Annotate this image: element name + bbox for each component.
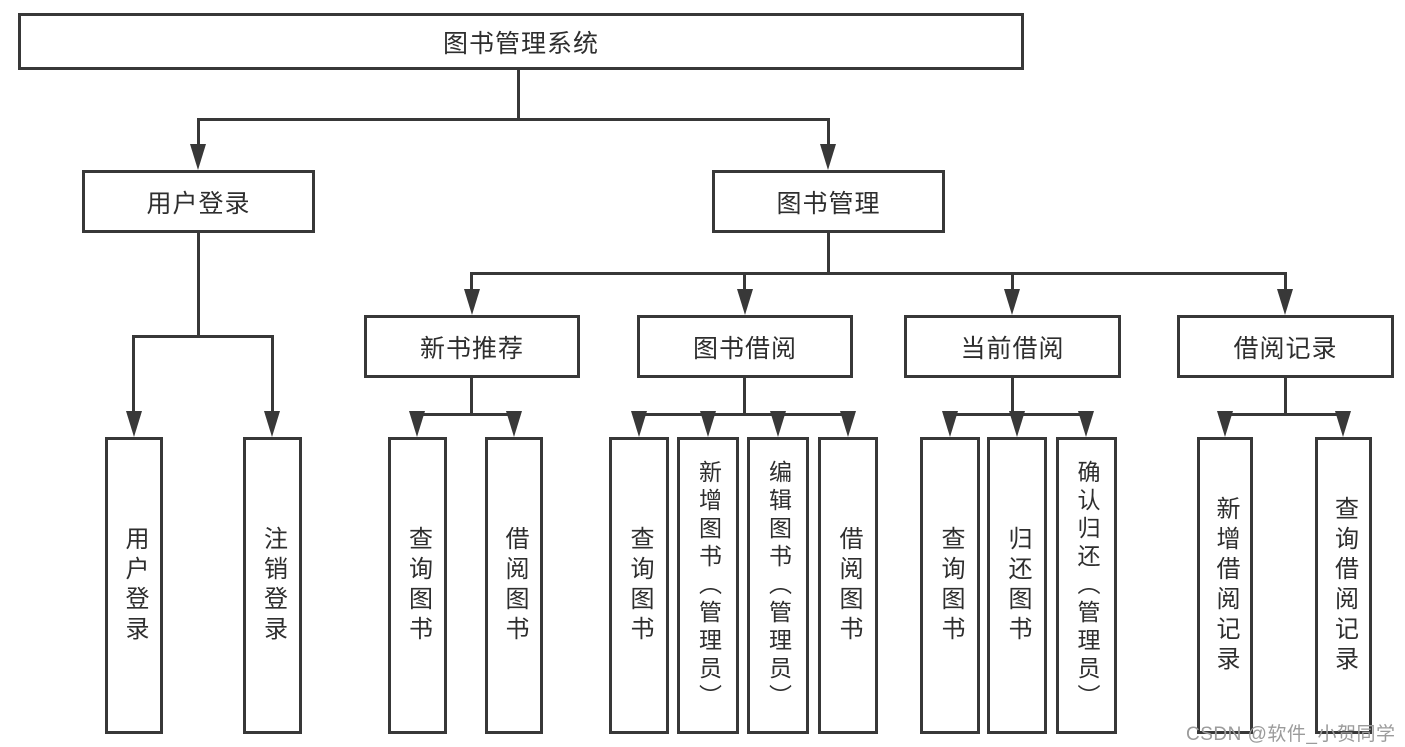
leaf-records-query-record: 查询借阅记录: [1315, 437, 1372, 734]
node-current-borrow: 当前借阅: [904, 315, 1121, 378]
arrow-down-icon: [631, 411, 647, 437]
node-book-borrow: 图书借阅: [637, 315, 853, 378]
csdn-watermark: CSDN @软件_小贺同学: [1186, 724, 1396, 745]
arrow-down-icon: [1217, 411, 1233, 437]
arrow-down-icon: [840, 411, 856, 437]
connector-line: [197, 118, 830, 121]
leaf-recommend-borrow-book-label: 借阅图书: [501, 525, 528, 646]
node-root: 图书管理系统: [18, 13, 1024, 70]
connector-line: [470, 272, 473, 293]
leaf-current-query-book-label: 查询图书: [937, 525, 964, 646]
node-root-label: 图书管理系统: [442, 29, 599, 58]
node-book-borrow-label: 图书借阅: [692, 334, 797, 363]
connector-line: [1011, 378, 1014, 416]
leaf-borrow-edit-book-label: 编辑图书（管理员）: [765, 459, 792, 712]
node-new-book-recommend-label: 新书推荐: [419, 334, 524, 363]
leaf-recommend-query-book-label: 查询图书: [404, 525, 432, 646]
connector-line: [517, 69, 520, 121]
arrow-down-icon: [464, 289, 480, 315]
connector-line: [1011, 272, 1014, 293]
arrow-down-icon: [190, 144, 206, 170]
leaf-records-query-record-label: 查询借阅记录: [1330, 495, 1358, 676]
leaf-borrow-add-book-label: 新增图书（管理员）: [695, 459, 722, 712]
leaf-current-return-book-label: 归还图书: [1004, 525, 1031, 646]
arrow-down-icon: [1004, 289, 1020, 315]
leaf-user-login: 用户登录: [105, 437, 163, 734]
node-current-borrow-label: 当前借阅: [960, 334, 1065, 363]
leaf-current-confirm-return-label: 确认归还（管理员）: [1074, 459, 1100, 712]
connector-line: [1223, 413, 1346, 416]
node-book-management: 图书管理: [712, 170, 945, 233]
node-new-book-recommend: 新书推荐: [364, 315, 580, 378]
leaf-records-add-record-label: 新增借阅记录: [1212, 495, 1239, 676]
leaf-borrow-query-book: 查询图书: [609, 437, 669, 734]
leaf-user-login-label: 用户登录: [121, 525, 148, 646]
node-user-login: 用户登录: [82, 170, 315, 233]
connector-line: [197, 118, 200, 148]
leaf-borrow-add-book: 新增图书（管理员）: [677, 437, 739, 734]
leaf-logout: 注销登录: [243, 437, 302, 734]
leaf-logout-label: 注销登录: [259, 525, 287, 646]
arrow-down-icon: [820, 144, 836, 170]
node-user-login-label: 用户登录: [146, 189, 251, 218]
leaf-recommend-query-book: 查询图书: [388, 437, 447, 734]
arrow-down-icon: [942, 411, 958, 437]
arrow-down-icon: [770, 411, 786, 437]
connector-line: [132, 335, 274, 338]
leaf-recommend-borrow-book: 借阅图书: [485, 437, 543, 734]
arrow-down-icon: [409, 411, 425, 437]
arrow-down-icon: [700, 411, 716, 437]
arrow-down-icon: [737, 289, 753, 315]
arrow-down-icon: [1078, 411, 1094, 437]
leaf-borrow-edit-book: 编辑图书（管理员）: [747, 437, 809, 734]
leaf-borrow-borrow-book: 借阅图书: [818, 437, 878, 734]
connector-line: [743, 378, 746, 416]
connector-line: [827, 118, 830, 148]
leaf-current-confirm-return: 确认归还（管理员）: [1056, 437, 1117, 734]
node-book-management-label: 图书管理: [776, 189, 881, 218]
connector-line: [271, 335, 274, 415]
connector-line: [416, 413, 517, 416]
connector-line: [470, 378, 473, 416]
node-borrow-records-label: 借阅记录: [1233, 334, 1338, 363]
arrow-down-icon: [264, 411, 280, 437]
arrow-down-icon: [1335, 411, 1351, 437]
connector-line: [1284, 378, 1287, 416]
arrow-down-icon: [126, 411, 142, 437]
leaf-borrow-borrow-book-label: 借阅图书: [835, 525, 862, 646]
arrow-down-icon: [506, 411, 522, 437]
arrow-down-icon: [1277, 289, 1293, 315]
leaf-current-query-book: 查询图书: [920, 437, 980, 734]
connector-line: [470, 272, 1286, 275]
connector-line: [743, 272, 746, 293]
leaf-records-add-record: 新增借阅记录: [1197, 437, 1253, 734]
connector-line: [197, 233, 200, 338]
node-borrow-records: 借阅记录: [1177, 315, 1394, 378]
connector-line: [132, 335, 135, 415]
arrow-down-icon: [1009, 411, 1025, 437]
connector-line: [827, 232, 830, 275]
leaf-borrow-query-book-label: 查询图书: [626, 525, 653, 646]
leaf-current-return-book: 归还图书: [987, 437, 1047, 734]
connector-line: [1284, 272, 1287, 293]
connector-line: [637, 413, 850, 416]
